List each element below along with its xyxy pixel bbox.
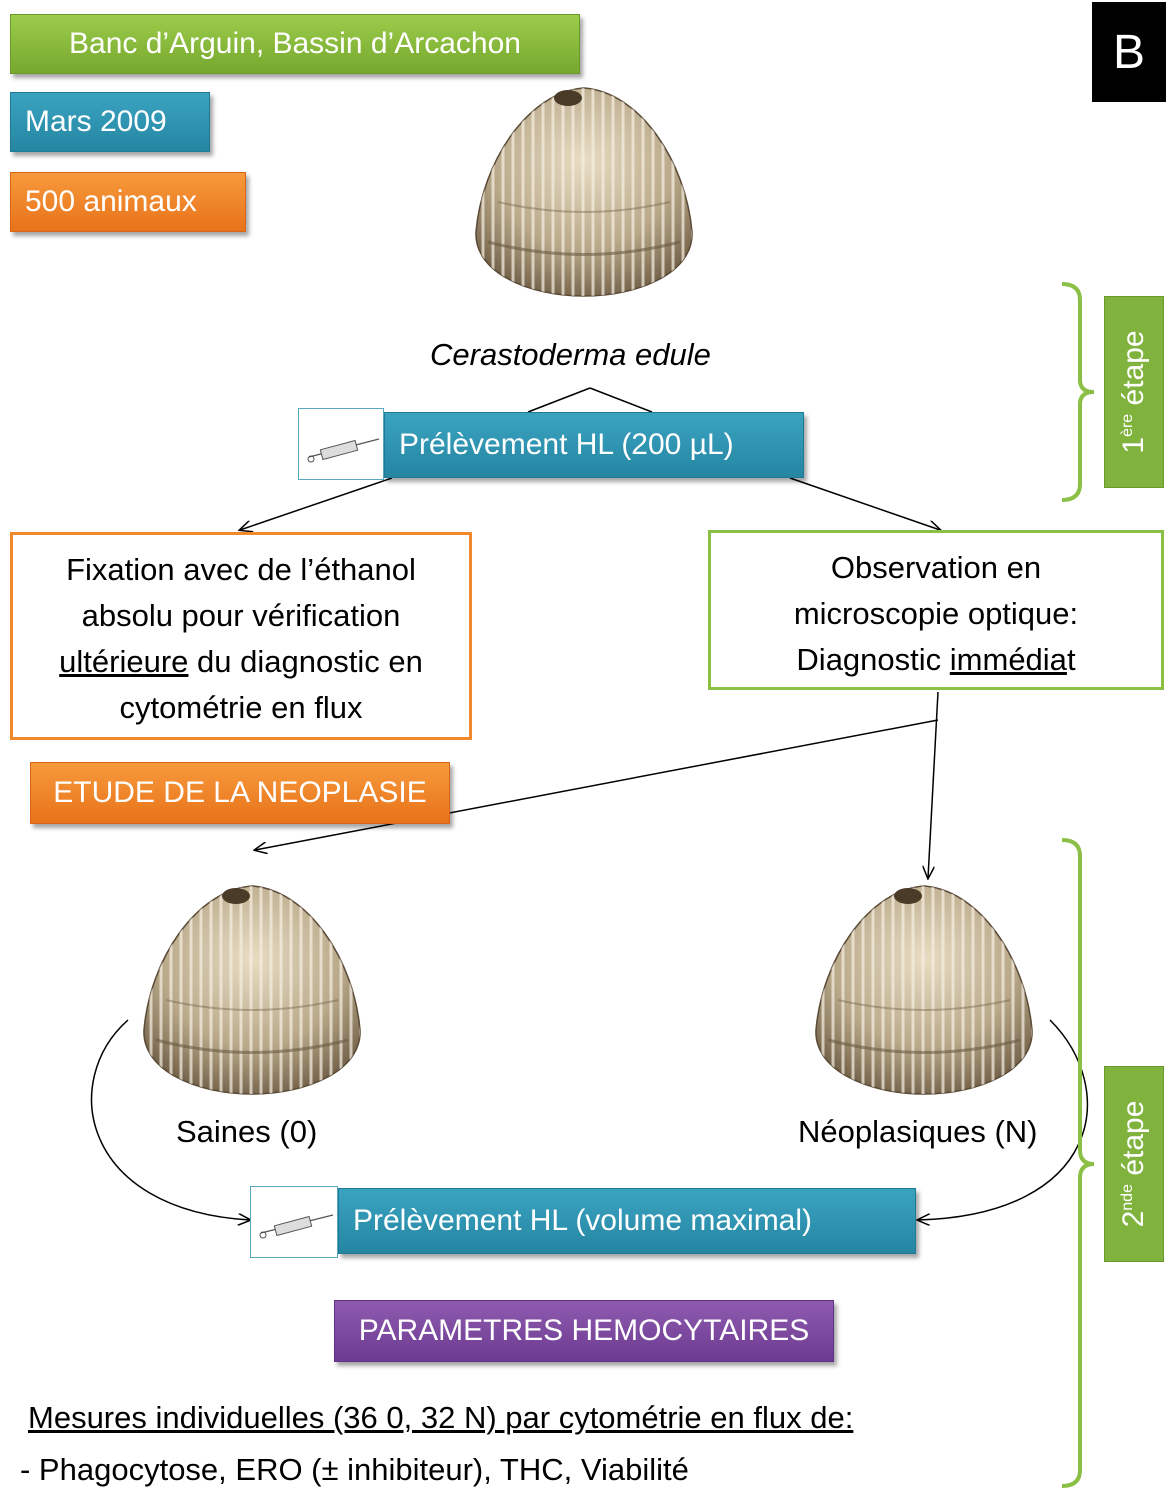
panel-label-text: B — [1112, 25, 1145, 79]
measures-list: - Phagocytose, ERO (± inhibiteur), THC, … — [20, 1452, 689, 1487]
fixation-line-3: ultérieure du diagnostic en — [13, 639, 469, 685]
neoplastic-group-label: Néoplasiques (N) — [798, 1114, 1038, 1149]
bracket-second-step — [1061, 838, 1095, 1488]
bracket-first-step — [1061, 282, 1095, 502]
fixation-line-4: cytométrie en flux — [119, 690, 363, 725]
second-step-word: étape — [1117, 1100, 1150, 1185]
first-step-num: 1 — [1117, 436, 1150, 454]
cockle-shell-top — [475, 87, 693, 297]
healthy-group-label: Saines (0) — [176, 1114, 318, 1149]
hemocyte-params-text: PARAMETRES HEMOCYTAIRES — [358, 1314, 810, 1347]
neoplasia-study-tag: ETUDE DE LA NEOPLASIE — [30, 762, 450, 824]
observation-box: Observation en microscopie optique: Diag… — [708, 530, 1164, 690]
first-step-word: étape — [1117, 330, 1150, 414]
location-text: Banc d’Arguin, Bassin d’Arcachon — [69, 27, 521, 60]
cockle-shell-neoplastic — [815, 885, 1033, 1095]
fixation-underlined: ultérieure — [59, 644, 189, 679]
fixation-box: Fixation avec de l’éthanol absolu pour v… — [10, 532, 472, 740]
syringe-icon-2 — [250, 1186, 338, 1258]
location-tag: Banc d’Arguin, Bassin d’Arcachon — [10, 14, 580, 74]
fixation-line-3-rest: du diagnostic en — [188, 644, 423, 679]
sampling-step-2: Prélèvement HL (volume maximal) — [338, 1188, 916, 1254]
observation-line-3: Diagnostic immédiat — [711, 637, 1161, 683]
sampling-step-1-text: Prélèvement HL (200 µL) — [399, 428, 734, 461]
sampling-step-2-text: Prélèvement HL (volume maximal) — [353, 1204, 813, 1237]
sampling-step-1: Prélèvement HL (200 µL) — [384, 412, 804, 478]
curve-arrow-healthy — [90, 1019, 250, 1220]
fixation-line-1: Fixation avec de l’éthanol — [66, 552, 416, 587]
second-step-label: 2nde étape — [1104, 1066, 1164, 1262]
date-text: Mars 2009 — [25, 105, 167, 138]
measures-title: Mesures individuelles (36 0, 32 N) par c… — [28, 1400, 854, 1435]
observation-prefix: Diagnostic — [796, 642, 950, 677]
species-name: Cerastoderma edule — [430, 337, 711, 372]
connector-species-right — [589, 387, 653, 413]
observation-underlined: immédia — [949, 642, 1067, 677]
arrow-to-observation — [789, 477, 940, 530]
arrow-to-healthy — [255, 719, 939, 850]
second-step-num: 2 — [1117, 1210, 1150, 1228]
hemocyte-params-tag: PARAMETRES HEMOCYTAIRES — [334, 1300, 834, 1362]
observation-line-2: microscopie optique: — [793, 596, 1079, 631]
neoplasia-study-text: ETUDE DE LA NEOPLASIE — [53, 776, 427, 809]
observation-suffix: t — [1066, 642, 1076, 677]
connector-species-left — [527, 387, 591, 413]
first-step-sup: ère — [1119, 413, 1136, 437]
second-step-sup: nde — [1119, 1184, 1136, 1211]
first-step-label: 1ère étape — [1104, 296, 1164, 488]
panel-label: B — [1092, 2, 1166, 102]
fixation-line-2: absolu pour vérification — [81, 598, 401, 633]
syringe-icon-1 — [298, 408, 384, 480]
second-step-text: 2nde étape — [1117, 1101, 1151, 1228]
count-text: 500 animaux — [25, 185, 197, 218]
date-tag: Mars 2009 — [10, 92, 210, 152]
arrow-to-fixation — [240, 477, 393, 530]
count-tag: 500 animaux — [10, 172, 246, 232]
first-step-text: 1ère étape — [1117, 330, 1151, 453]
observation-line-1: Observation en — [830, 550, 1042, 585]
cockle-shell-healthy — [143, 885, 361, 1095]
arrow-to-neoplastic — [928, 691, 939, 878]
